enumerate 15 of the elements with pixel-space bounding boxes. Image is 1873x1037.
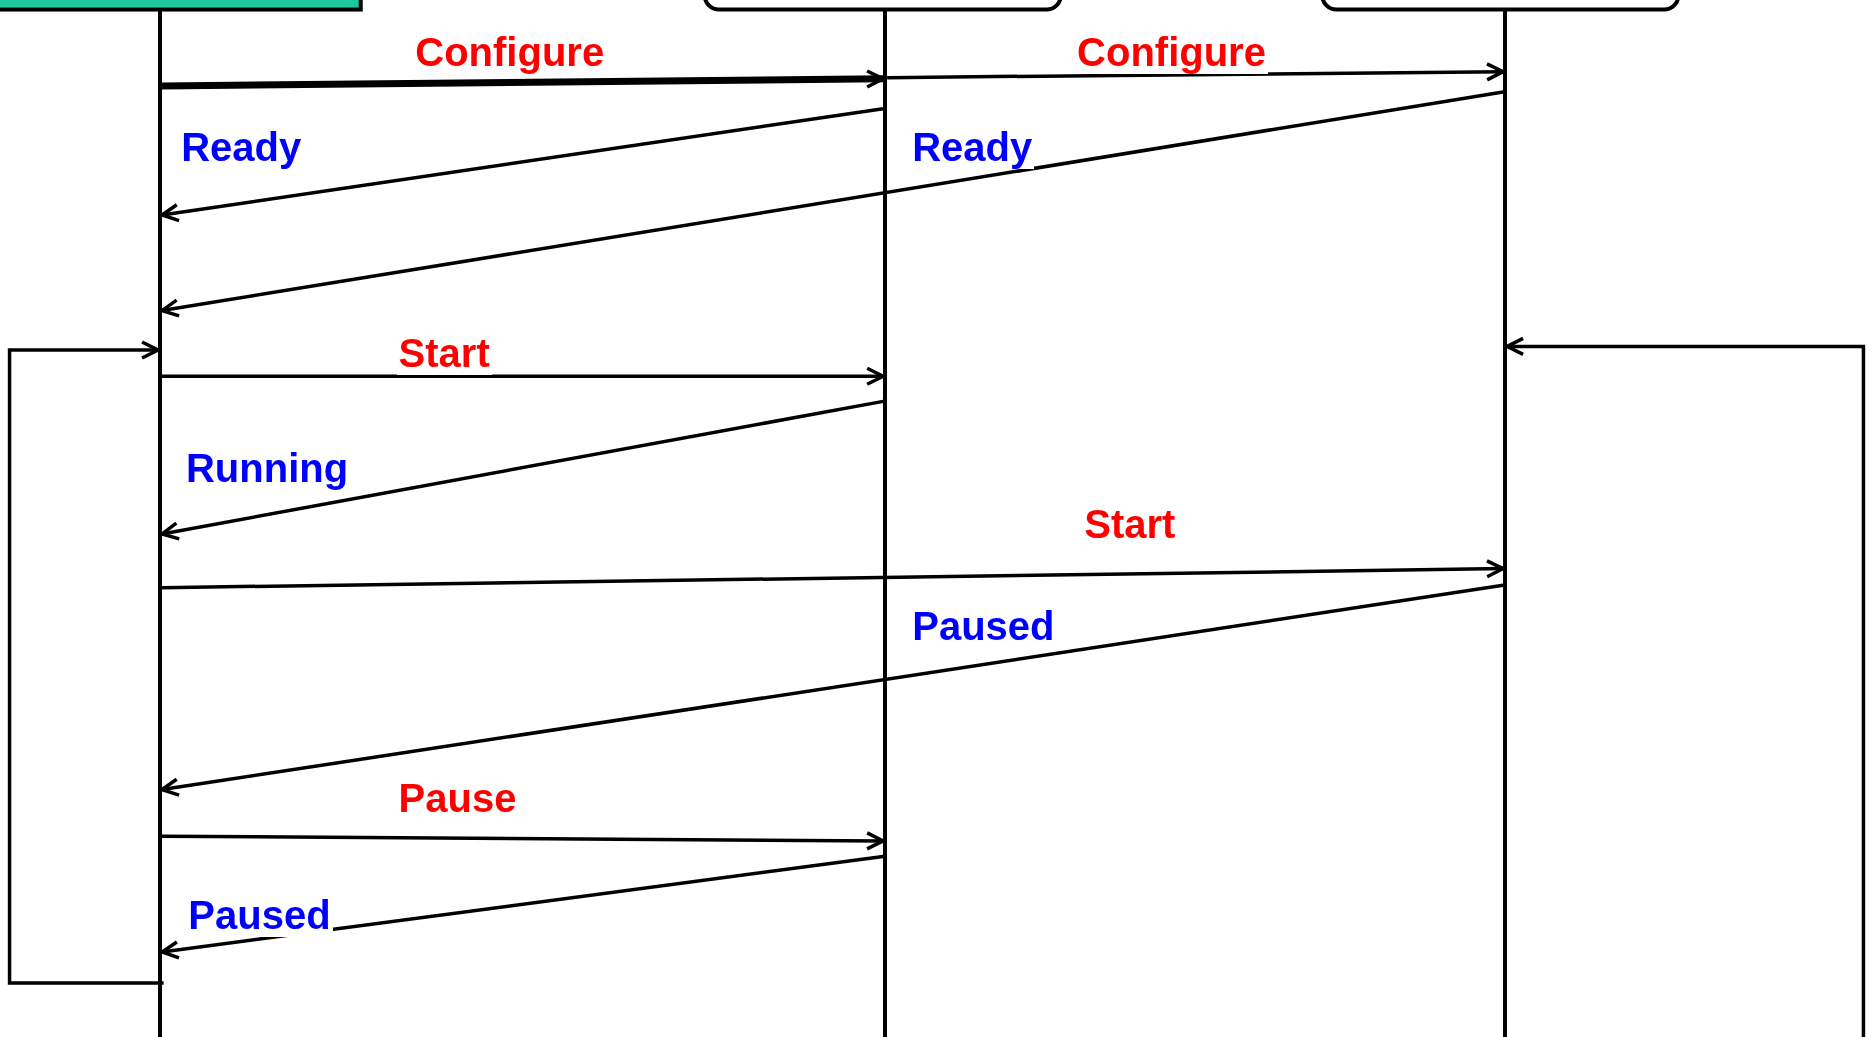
loop-arrow (1505, 336, 1866, 1037)
lifeline (158, 9, 163, 1037)
message-arrow (887, 62, 1505, 82)
loop-arrow (7, 340, 164, 985)
message-arrow (160, 583, 1504, 797)
message-arrow (162, 559, 1505, 590)
message-arrow (160, 90, 1504, 318)
message-arrow (162, 366, 885, 386)
lifeline (1503, 9, 1508, 1037)
message-arrow (160, 106, 884, 223)
message-arrow (160, 399, 884, 541)
message-arrow (162, 831, 885, 851)
message-arrow (160, 854, 884, 960)
message-arrow (162, 69, 885, 90)
lifeline (883, 9, 888, 1037)
